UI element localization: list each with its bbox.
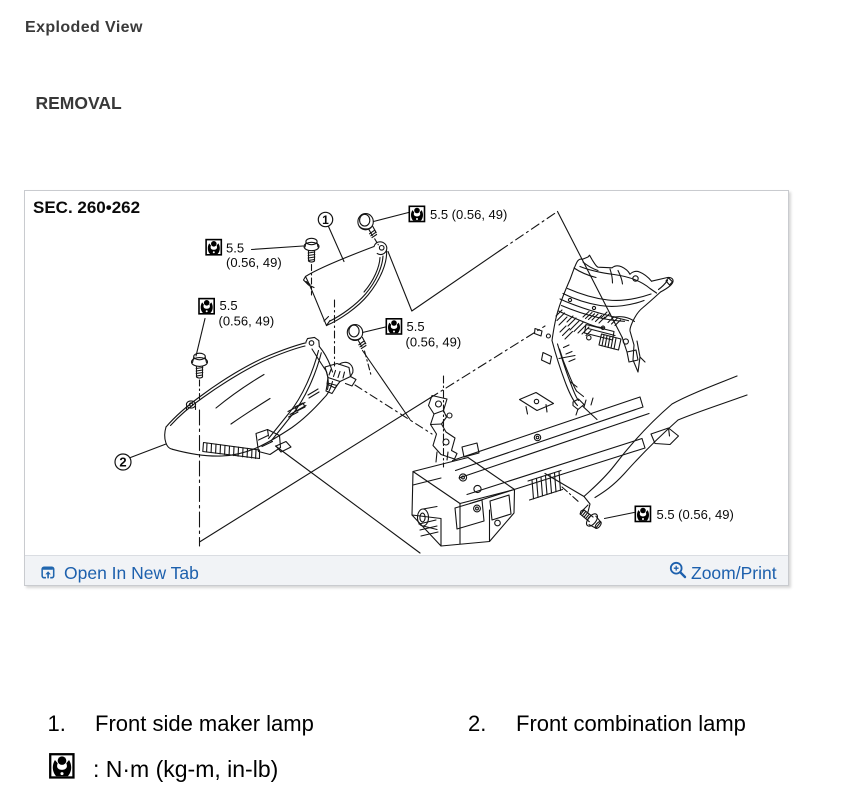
svg-text:(0.56, 49): (0.56, 49) xyxy=(219,314,275,329)
svg-text:5.5 (0.56, 49): 5.5 (0.56, 49) xyxy=(657,507,734,522)
svg-text:SEC. 260•262: SEC. 260•262 xyxy=(33,198,140,217)
svg-text:1: 1 xyxy=(322,213,329,227)
svg-text:(0.56, 49): (0.56, 49) xyxy=(226,255,282,270)
svg-text:(0.56, 49): (0.56, 49) xyxy=(406,335,462,350)
svg-text:5.5: 5.5 xyxy=(226,241,244,256)
svg-text:5.5: 5.5 xyxy=(220,298,238,313)
svg-text:5.5: 5.5 xyxy=(407,319,425,334)
svg-text:2: 2 xyxy=(119,455,126,470)
svg-text:5.5 (0.56, 49): 5.5 (0.56, 49) xyxy=(430,207,507,222)
